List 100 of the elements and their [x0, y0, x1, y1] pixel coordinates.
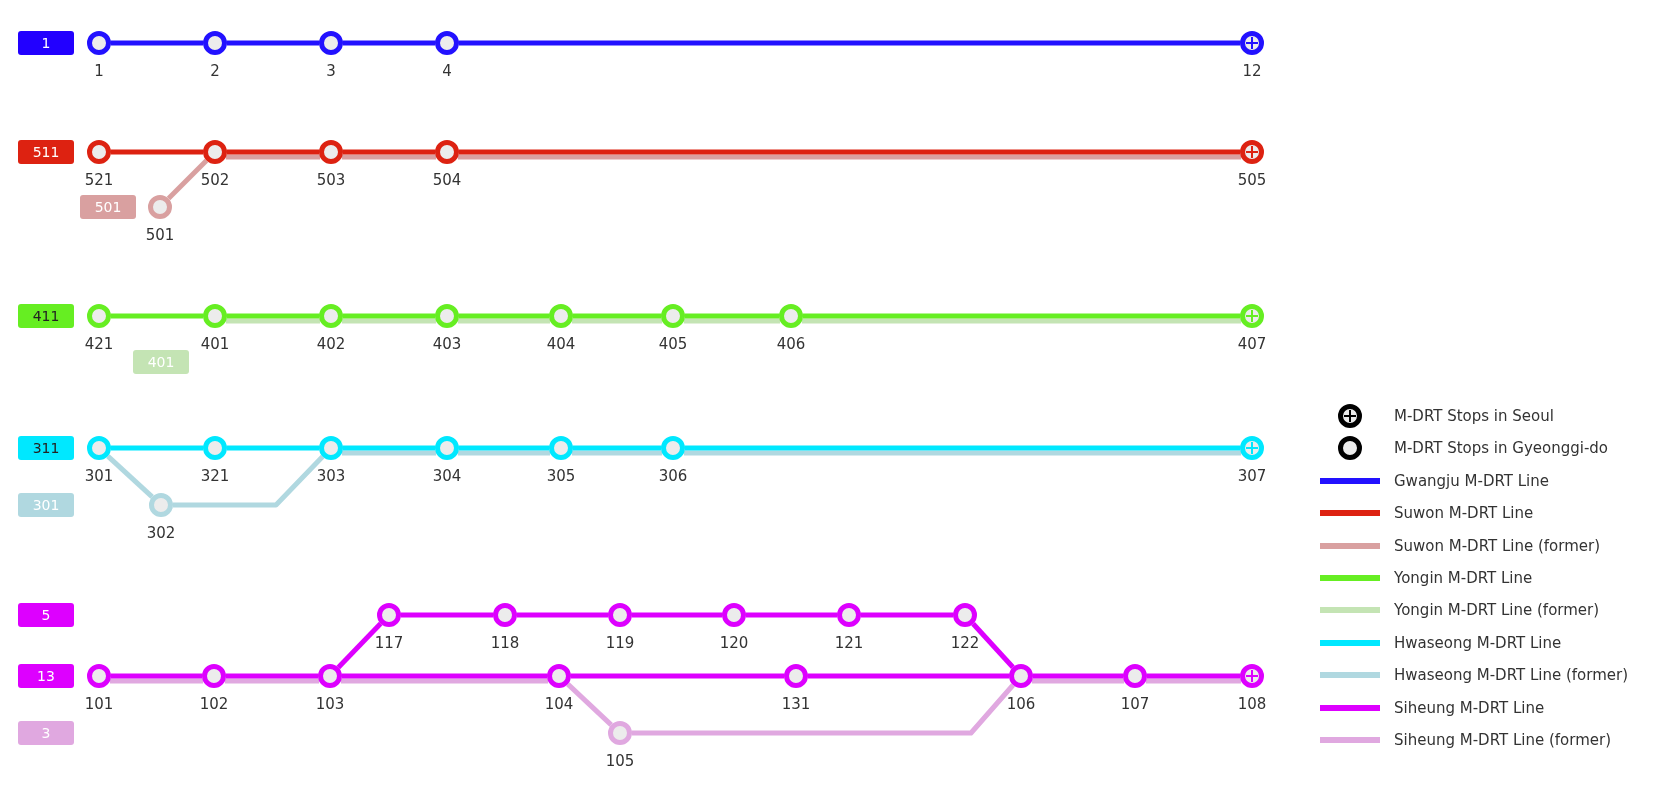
stop-number: 12 [1242, 62, 1262, 80]
route-line [632, 612, 722, 618]
stop-number: 105 [605, 752, 635, 770]
stop-number: 421 [84, 335, 114, 353]
stop-number: 122 [950, 634, 980, 652]
route-line [343, 149, 435, 155]
route-line [224, 678, 320, 684]
stop-number: 301 [84, 467, 114, 485]
legend-label: Hwaseong M-DRT Line (former) [1394, 666, 1629, 685]
route-line [632, 683, 1015, 736]
route-line [459, 445, 549, 451]
legend-label: Yongin M-DRT Line [1394, 569, 1533, 587]
stop-number: 504 [432, 171, 462, 189]
route-line [343, 313, 435, 319]
route-line [106, 454, 154, 499]
legend-label: Yongin M-DRT Line (former) [1394, 601, 1600, 620]
route-line [225, 154, 321, 160]
route-line [341, 318, 437, 324]
stop-number: 502 [200, 171, 230, 189]
route-line [227, 149, 319, 155]
stop-number: 120 [719, 634, 749, 652]
route-line [111, 445, 203, 451]
stop-number: 304 [432, 467, 462, 485]
route-badge: 3 [18, 721, 74, 745]
route-badge: 1 [18, 31, 74, 55]
route-badge: 5 [18, 603, 74, 627]
route-line [111, 673, 202, 679]
route-line [225, 318, 321, 324]
route-line [401, 612, 493, 618]
stop-number: 2 [210, 62, 220, 80]
route-line [571, 450, 663, 456]
route-line [1033, 673, 1123, 679]
route-line [683, 450, 1242, 456]
route-line [457, 450, 551, 456]
route-line [173, 454, 325, 508]
stop-number: 403 [432, 335, 462, 353]
stop-number: 131 [781, 695, 811, 713]
route-badge: 311 [18, 436, 74, 460]
route-line [343, 40, 435, 46]
stop-number: 303 [316, 467, 346, 485]
route-line [801, 318, 1242, 324]
route-line [226, 673, 318, 679]
route-line [111, 313, 203, 319]
stop-number: 404 [546, 335, 576, 353]
route-line [336, 621, 383, 670]
route-line [109, 678, 204, 684]
route-badge: 411 [18, 304, 74, 328]
route-line [808, 673, 1009, 679]
stop-number: 305 [546, 467, 576, 485]
route-line [685, 445, 1240, 451]
route-line [111, 40, 203, 46]
route-line [1147, 673, 1240, 679]
stop-number: 107 [1120, 695, 1150, 713]
stop-number: 406 [776, 335, 806, 353]
stop-number: 119 [605, 634, 635, 652]
stop-number: 306 [658, 467, 688, 485]
route-line [1031, 678, 1125, 684]
route-line [566, 682, 613, 727]
route-line [111, 149, 203, 155]
stop-number: 103 [315, 695, 345, 713]
stop-number: 1 [94, 62, 104, 80]
stop-number: 3 [326, 62, 336, 80]
route-badge: 301 [18, 493, 74, 517]
legend-label: Gwangju M-DRT Line [1394, 471, 1549, 490]
route-line [340, 678, 549, 684]
route-line [1145, 678, 1242, 684]
route-line [342, 673, 547, 679]
stop-number: 101 [84, 695, 114, 713]
route-line [227, 313, 319, 319]
stop-number: 102 [199, 695, 229, 713]
route-line [746, 612, 837, 618]
stop-number: 104 [544, 695, 574, 713]
stop-number: 4 [442, 62, 452, 80]
route-line [457, 318, 551, 324]
stop-number: 302 [146, 524, 176, 542]
stop-number: 307 [1237, 467, 1267, 485]
route-line [341, 450, 437, 456]
stop-number: 118 [490, 634, 520, 652]
route-line [457, 154, 1242, 160]
legend-label: Hwaseong M-DRT Line [1394, 633, 1562, 652]
route-line [343, 445, 435, 451]
legend-label: Suwon M-DRT Line [1394, 504, 1534, 523]
route-badge: 13 [18, 664, 74, 688]
route-line [166, 158, 209, 201]
route-line [571, 673, 784, 679]
route-line [861, 612, 953, 618]
route-line [803, 313, 1240, 319]
route-badge: 401 [133, 350, 189, 374]
stop-number: 108 [1237, 695, 1267, 713]
route-line [685, 313, 779, 319]
route-line [459, 40, 1240, 46]
route-line [571, 318, 663, 324]
legend-label: M-DRT Stops in Seoul [1394, 407, 1554, 425]
route-line [459, 313, 549, 319]
stop-number: 407 [1237, 335, 1267, 353]
route-line [459, 149, 1240, 155]
legend-label: Suwon M-DRT Line (former) [1394, 536, 1600, 555]
route-line [227, 445, 319, 451]
route-line [227, 40, 319, 46]
route-line [971, 622, 1015, 669]
